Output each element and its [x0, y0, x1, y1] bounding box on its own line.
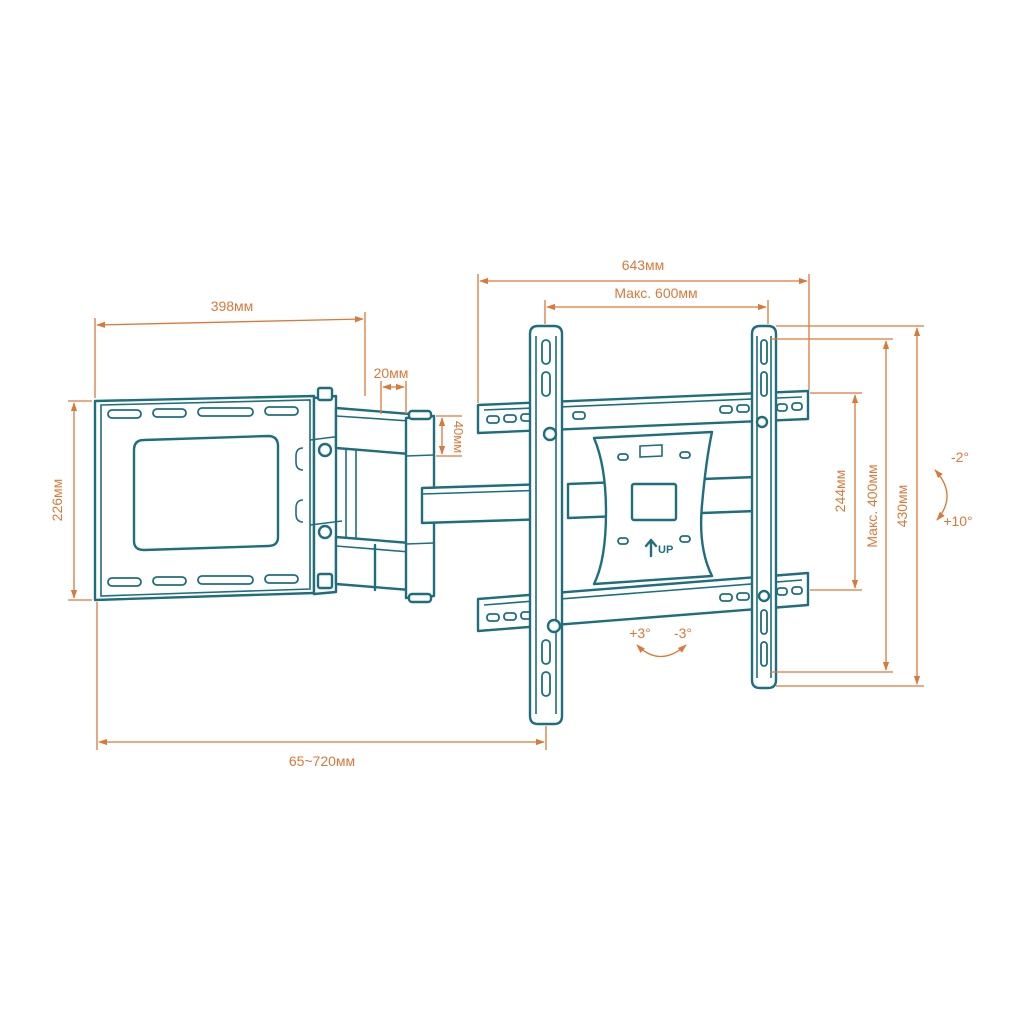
dim-244: 244мм — [810, 392, 862, 591]
rotation-arc — [636, 644, 687, 658]
label-65-720: 65~720мм — [289, 753, 355, 769]
keyhole-upper — [295, 447, 304, 471]
dim-400: Макс. 400мм — [770, 338, 893, 673]
tilt-angle-indicator: -2° +10° — [934, 449, 973, 529]
label-643: 643мм — [622, 257, 665, 273]
arrow-up-icon — [644, 538, 658, 558]
vesa-center-plate: UP — [592, 430, 714, 586]
left-vertical-tv-arm — [528, 324, 564, 726]
dim-65-720: 65~720мм — [96, 602, 547, 769]
wall-plate-top-slots — [107, 406, 299, 419]
label-226: 226мм — [49, 479, 65, 522]
wall-plate — [93, 394, 316, 602]
tilt-arc — [934, 469, 948, 521]
label-400: Макс. 400мм — [864, 464, 880, 547]
right-vertical-tv-arm — [750, 324, 778, 690]
label-rotate-right: -3° — [674, 625, 692, 641]
dim-226: 226мм — [49, 400, 92, 601]
label-tilt-up: -2° — [951, 449, 969, 465]
label-20: 20мм — [374, 365, 409, 381]
label-tilt-down: +10° — [943, 513, 972, 529]
label-600: Макс. 600мм — [614, 285, 697, 301]
dim-398: 398мм — [94, 298, 366, 398]
label-430: 430мм — [894, 485, 910, 528]
dim-643: 643мм — [477, 257, 810, 403]
label-rotate-left: +3° — [629, 625, 651, 641]
wall-plate-window — [132, 434, 280, 552]
dim-430: 430мм — [776, 325, 924, 687]
label-244: 244мм — [832, 470, 848, 513]
dim-20: 20мм — [374, 365, 409, 414]
dim-600: Макс. 600мм — [544, 285, 769, 324]
dim-40: 40мм — [436, 415, 466, 457]
up-label: UP — [658, 544, 673, 556]
keyhole-lower — [295, 499, 304, 523]
rotation-angle-indicator: +3° -3° — [629, 625, 692, 658]
wall-plate-bottom-slots — [107, 574, 299, 587]
label-40: 40мм — [451, 421, 466, 453]
label-398: 398мм — [211, 298, 254, 314]
